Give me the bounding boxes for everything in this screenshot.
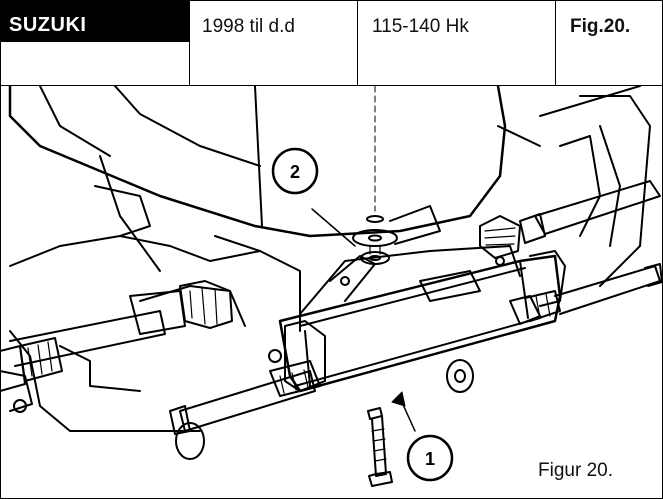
header-table: SUZUKI 1998 til d.d 115-140 Hk Fig.20. (0, 0, 663, 86)
figure-number: Fig.20. (570, 16, 631, 37)
brand-label-box: SUZUKI (0, 0, 190, 42)
steering-cylinder-illustration: 2 1 (0, 86, 663, 487)
figure-caption: Figur 20. (538, 460, 613, 481)
callout-circle-2 (271, 147, 319, 195)
callout-label-1: 1 (425, 449, 435, 469)
callout-circle-1 (406, 434, 454, 482)
years-cell: 1998 til d.d (190, 0, 358, 85)
brand-cell: SUZUKI (0, 0, 190, 85)
figure-cell: Fig.20. (556, 0, 663, 85)
horsepower-range: 115-140 Hk (372, 16, 469, 37)
callout-label-2: 2 (290, 162, 300, 182)
year-range: 1998 til d.d (202, 16, 295, 37)
technical-drawing: 2 1 (0, 86, 663, 499)
power-cell: 115-140 Hk (358, 0, 556, 85)
brand-name: SUZUKI (9, 14, 87, 36)
